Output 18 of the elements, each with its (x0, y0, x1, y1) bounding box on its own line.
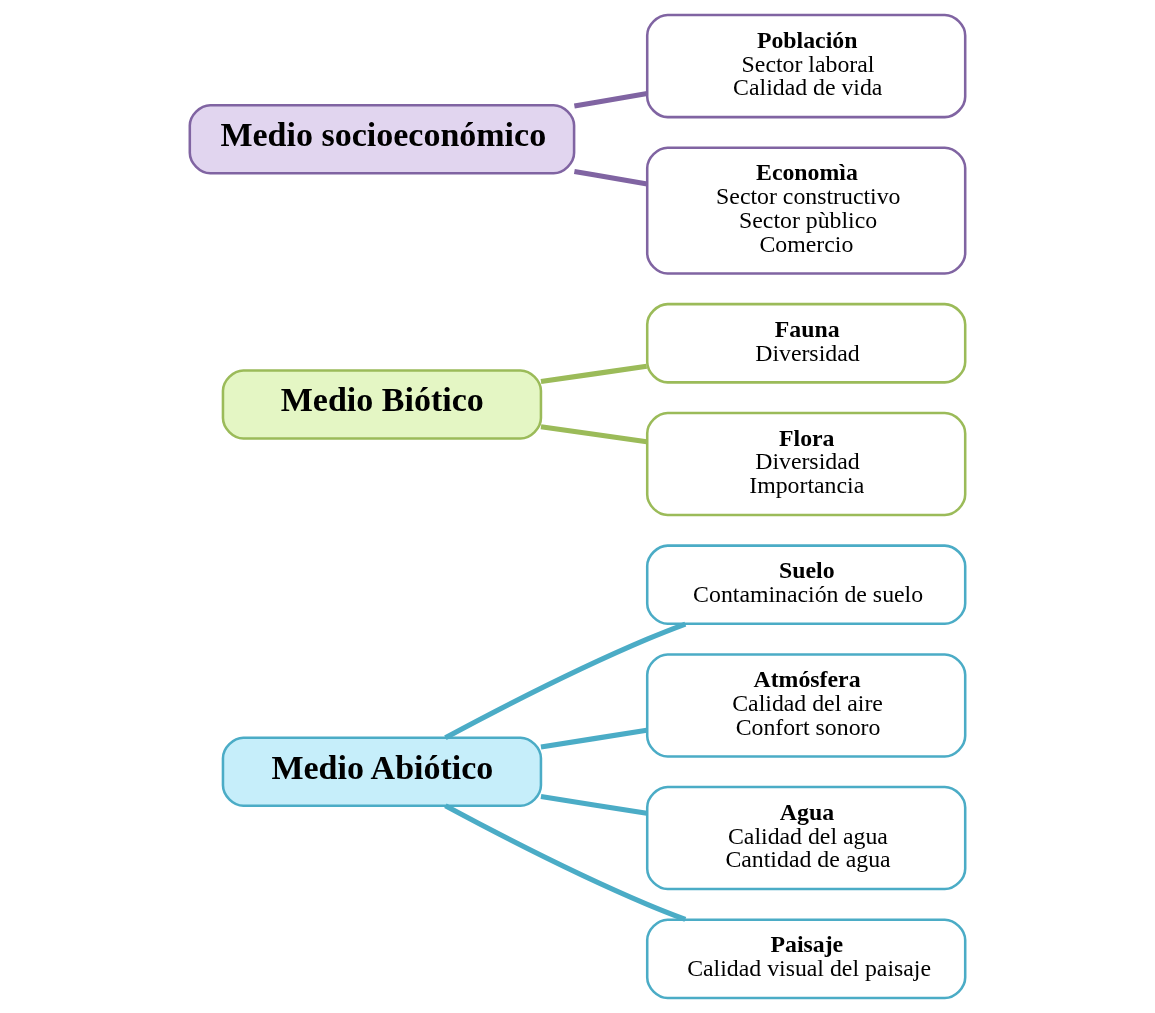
connector (540, 727, 648, 750)
node-box: Agua Calidad del agua Cantidad de agua (645, 785, 967, 891)
node-box: Economìa Sector constructivo Sector pùblico Comercio (645, 146, 967, 275)
node-box: Atmósfera Calidad del aire Confort sonoro (645, 653, 967, 758)
connector (573, 90, 648, 109)
connector (444, 803, 687, 922)
node-box: Paisaje Calidad visual del paisaje (645, 918, 967, 1000)
connector (540, 794, 648, 816)
node-box: Fauna Diversidad (645, 302, 967, 384)
connector (540, 363, 648, 385)
node-box: Medio socioeconómico (188, 103, 576, 175)
node-box: Medio Biótico (221, 369, 543, 440)
node-box: Población Sector laboral Calidad de vida (645, 13, 967, 119)
node-box: Suelo Contaminación de suelo (645, 544, 967, 626)
node-box: Medio Abiótico (221, 736, 543, 808)
connector (573, 169, 648, 187)
connector (540, 424, 648, 445)
node-box: Flora Diversidad Importancia (645, 411, 967, 517)
